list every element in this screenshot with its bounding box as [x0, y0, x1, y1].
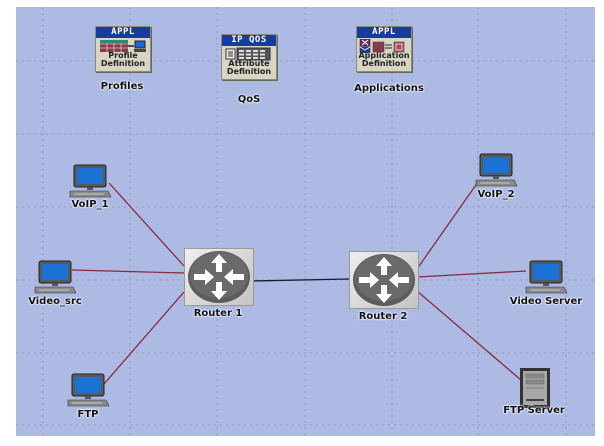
- link-ftp-router1[interactable]: [103, 291, 185, 385]
- applications-label: Applications: [354, 83, 424, 94]
- video-src-label: Video_src: [28, 296, 82, 307]
- voip2-workstation[interactable]: [474, 153, 518, 191]
- ftp-server[interactable]: [519, 367, 551, 413]
- video-server-workstation[interactable]: [524, 260, 568, 298]
- router2-label: Router 2: [358, 311, 408, 322]
- voip2-label: VoIP_2: [477, 189, 515, 200]
- canvas-background: [16, 7, 595, 436]
- ftp-workstation[interactable]: [66, 373, 110, 411]
- router1-label: Router 1: [193, 308, 243, 319]
- config-desc-2: Definition: [361, 59, 407, 68]
- profile-definition-icon: [96, 38, 150, 52]
- network-canvas[interactable]: APPL Profile Definition Profiles IP QOS: [16, 7, 595, 436]
- applications-config-object[interactable]: APPL Application Definition: [356, 26, 412, 72]
- config-desc-2: Definition: [100, 59, 146, 68]
- workstation-icon: [525, 260, 568, 294]
- video-server-label: Video Server: [509, 296, 583, 307]
- attribute-definition-icon: [222, 46, 276, 61]
- server-icon: [520, 368, 550, 408]
- application-definition-icon: [357, 38, 411, 54]
- router-icon: [188, 251, 250, 303]
- config-header: APPL: [96, 27, 150, 38]
- router1[interactable]: [184, 248, 254, 306]
- ftp-server-label: FTP Server: [503, 405, 565, 416]
- router2[interactable]: [349, 251, 419, 309]
- config-desc-1: Profile: [108, 51, 138, 60]
- profiles-label: Profiles: [100, 81, 144, 92]
- router-icon: [353, 254, 415, 306]
- voip1-workstation[interactable]: [68, 164, 112, 202]
- workstation-icon: [67, 373, 110, 407]
- config-desc-1: Application: [358, 51, 410, 60]
- workstation-icon: [69, 164, 112, 198]
- profile-config-object[interactable]: APPL Profile Definition: [95, 26, 151, 72]
- voip1-label: VoIP_1: [71, 199, 109, 210]
- link-voip1-router1[interactable]: [108, 182, 185, 267]
- config-header: APPL: [357, 27, 411, 38]
- workstation-icon: [475, 153, 518, 187]
- links: [71, 181, 527, 385]
- config-header: IP QOS: [222, 35, 276, 46]
- link-videosrc-router1[interactable]: [71, 269, 185, 274]
- link-router2-videoserver[interactable]: [416, 270, 527, 278]
- qos-config-object[interactable]: IP QOS Attribute Definition: [221, 34, 277, 80]
- config-desc-1: Attribute: [228, 59, 270, 68]
- link-router2-voip2[interactable]: [416, 181, 479, 270]
- link-router1-router2[interactable]: [251, 278, 350, 282]
- qos-label: QoS: [237, 94, 261, 105]
- workstation-icon: [34, 260, 77, 294]
- video-src-workstation[interactable]: [33, 260, 77, 298]
- config-desc-2: Definition: [226, 67, 272, 76]
- ftp-label: FTP: [77, 409, 99, 420]
- link-router2-ftpserver[interactable]: [416, 290, 522, 381]
